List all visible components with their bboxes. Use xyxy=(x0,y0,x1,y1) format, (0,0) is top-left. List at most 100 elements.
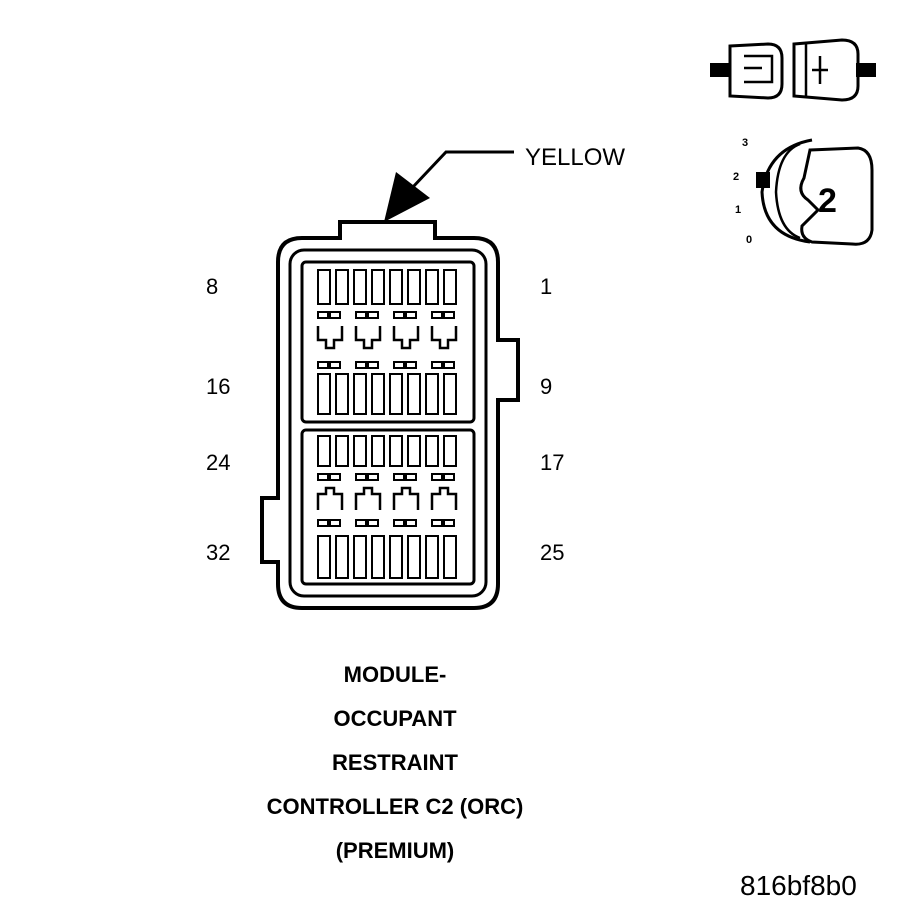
pin-label-9: 9 xyxy=(540,374,553,399)
cavity-slot xyxy=(335,535,349,579)
cavity-tab xyxy=(405,361,417,369)
cavity-tab xyxy=(405,311,417,319)
cavity-tab xyxy=(405,473,417,481)
cavity-slot xyxy=(389,373,403,415)
cavity-tab xyxy=(443,519,455,527)
cavity-slot xyxy=(353,535,367,579)
key-position-3: 3 xyxy=(742,137,749,149)
pin-label-1: 1 xyxy=(540,274,553,299)
title-line-4: CONTROLLER C2 (ORC) xyxy=(266,794,524,819)
cavity-tab xyxy=(329,519,341,527)
cavity-tab xyxy=(431,519,443,527)
cavity-slot xyxy=(443,373,457,415)
cavity-slot xyxy=(389,435,403,467)
terminal-latch xyxy=(430,486,458,510)
cavity-slot xyxy=(371,269,385,305)
key-number: 2 xyxy=(818,182,837,220)
connector-halves-icon xyxy=(710,38,876,102)
cavity-slot xyxy=(407,373,421,415)
terminal-latch xyxy=(316,326,344,350)
cavity-tab xyxy=(329,473,341,481)
cavity-slot xyxy=(425,373,439,415)
cavity-tab xyxy=(431,361,443,369)
cavity-slot xyxy=(443,269,457,305)
terminal-latch xyxy=(354,486,382,510)
cavity-slot xyxy=(317,435,331,467)
cavity-tab xyxy=(367,311,379,319)
cavity-tab xyxy=(317,361,329,369)
wire-color-label: YELLOW xyxy=(525,144,626,171)
cavity-tab xyxy=(405,519,417,527)
cavity-tab xyxy=(431,311,443,319)
cavity-slot xyxy=(335,373,349,415)
key-position-2: 2 xyxy=(733,171,740,183)
cavity-slot xyxy=(443,435,457,467)
cavity-slot xyxy=(371,373,385,415)
cavity-slot xyxy=(425,269,439,305)
cavity-slot xyxy=(317,535,331,579)
key-position-icon xyxy=(756,138,874,246)
cavity-tab xyxy=(329,311,341,319)
cavity-tab xyxy=(367,519,379,527)
leader-line xyxy=(410,150,514,190)
cavity-tab xyxy=(443,473,455,481)
cavity-slot xyxy=(353,435,367,467)
cavity-tab xyxy=(393,361,405,369)
cavity-tab xyxy=(355,519,367,527)
cavity-slot xyxy=(389,535,403,579)
pin-label-8: 8 xyxy=(206,274,219,299)
terminal-latch xyxy=(392,486,420,510)
cavity-slot xyxy=(407,269,421,305)
cavity-slot xyxy=(371,435,385,467)
cavity-tab xyxy=(367,361,379,369)
cavity-slot xyxy=(335,435,349,467)
cavity-slot xyxy=(353,269,367,305)
cavity-tab xyxy=(393,473,405,481)
cavity-slot xyxy=(371,535,385,579)
cavity-slot xyxy=(407,435,421,467)
cavity-tab xyxy=(329,361,341,369)
pin-label-24: 24 xyxy=(206,450,231,475)
cavity-tab xyxy=(355,311,367,319)
title-line-1: MODULE- xyxy=(343,662,447,687)
key-position-0: 0 xyxy=(746,234,753,246)
terminal-latch xyxy=(354,326,382,350)
cavity-tab xyxy=(317,519,329,527)
cavity-slot xyxy=(425,535,439,579)
title-line-2: OCCUPANT xyxy=(333,706,457,731)
cavity-tab xyxy=(443,361,455,369)
cavity-slot xyxy=(389,269,403,305)
pin-label-16: 16 xyxy=(206,374,231,399)
cavity-tab xyxy=(355,473,367,481)
title-line-5: (PREMIUM) xyxy=(335,838,455,863)
pin-label-32: 32 xyxy=(206,540,231,565)
cavity-tab xyxy=(317,311,329,319)
terminal-latch xyxy=(316,486,344,510)
pin-label-25: 25 xyxy=(540,540,565,565)
cavity-block-lower xyxy=(300,428,476,586)
pin-label-17: 17 xyxy=(540,450,565,475)
terminal-latch xyxy=(392,326,420,350)
key-position-1: 1 xyxy=(735,204,742,216)
leader-arrowhead xyxy=(384,172,430,222)
cavity-tab xyxy=(355,361,367,369)
cavity-block-upper xyxy=(300,260,476,424)
cavity-slot xyxy=(443,535,457,579)
cavity-tab xyxy=(393,311,405,319)
image-code: 816bf8b0 xyxy=(740,870,857,901)
cavity-tab xyxy=(443,311,455,319)
connector-inner-shell xyxy=(288,248,488,598)
cavity-slot xyxy=(407,535,421,579)
cavity-tab xyxy=(317,473,329,481)
cavity-tab xyxy=(431,473,443,481)
cavity-slot xyxy=(425,435,439,467)
title-line-3: RESTRAINT xyxy=(332,750,458,775)
cavity-slot xyxy=(335,269,349,305)
terminal-latch xyxy=(430,326,458,350)
terminal-cavities xyxy=(316,269,458,579)
cavity-slot xyxy=(317,373,331,415)
cavity-tab xyxy=(393,519,405,527)
cavity-slot xyxy=(353,373,367,415)
